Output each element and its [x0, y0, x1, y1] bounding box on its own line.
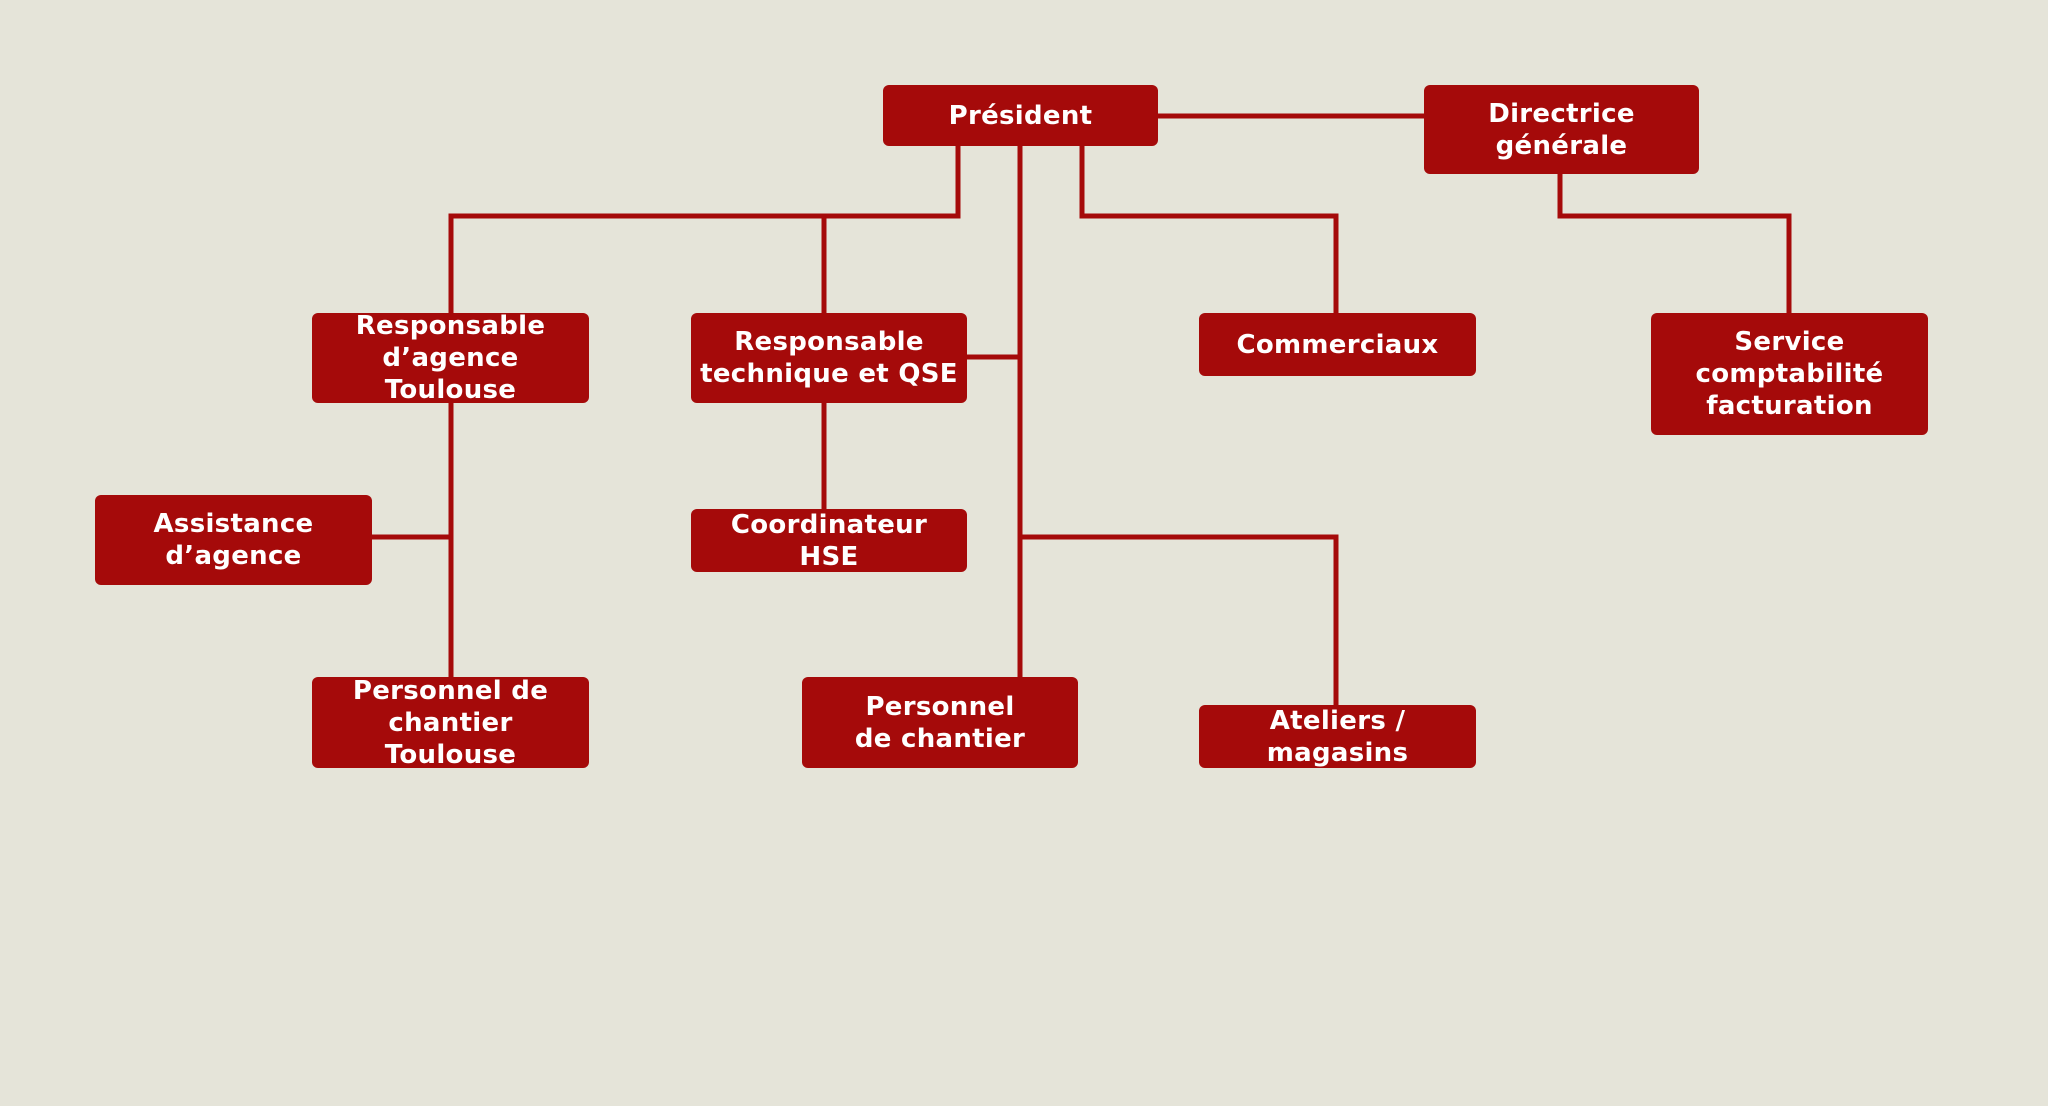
node-assistance-agence: Assistance d’agence: [95, 495, 372, 585]
node-personnel-chantier: Personnel de chantier: [802, 677, 1078, 768]
node-service-comptabilite: Service comptabilité facturation: [1651, 313, 1928, 435]
node-responsable-agence-toulouse: Responsable d’agence Toulouse: [312, 311, 589, 405]
node-ateliers-magasins: Ateliers / magasins: [1199, 705, 1476, 768]
node-responsable-technique-qse: Responsable technique et QSE: [691, 313, 967, 403]
node-president: Président: [883, 85, 1158, 146]
node-commerciaux: Commerciaux: [1199, 313, 1476, 376]
node-directrice-generale: Directrice générale: [1424, 85, 1699, 174]
node-coordinateur-hse: Coordinateur HSE: [691, 509, 967, 572]
node-personnel-chantier-toulouse: Personnel de chantier Toulouse: [312, 676, 589, 770]
